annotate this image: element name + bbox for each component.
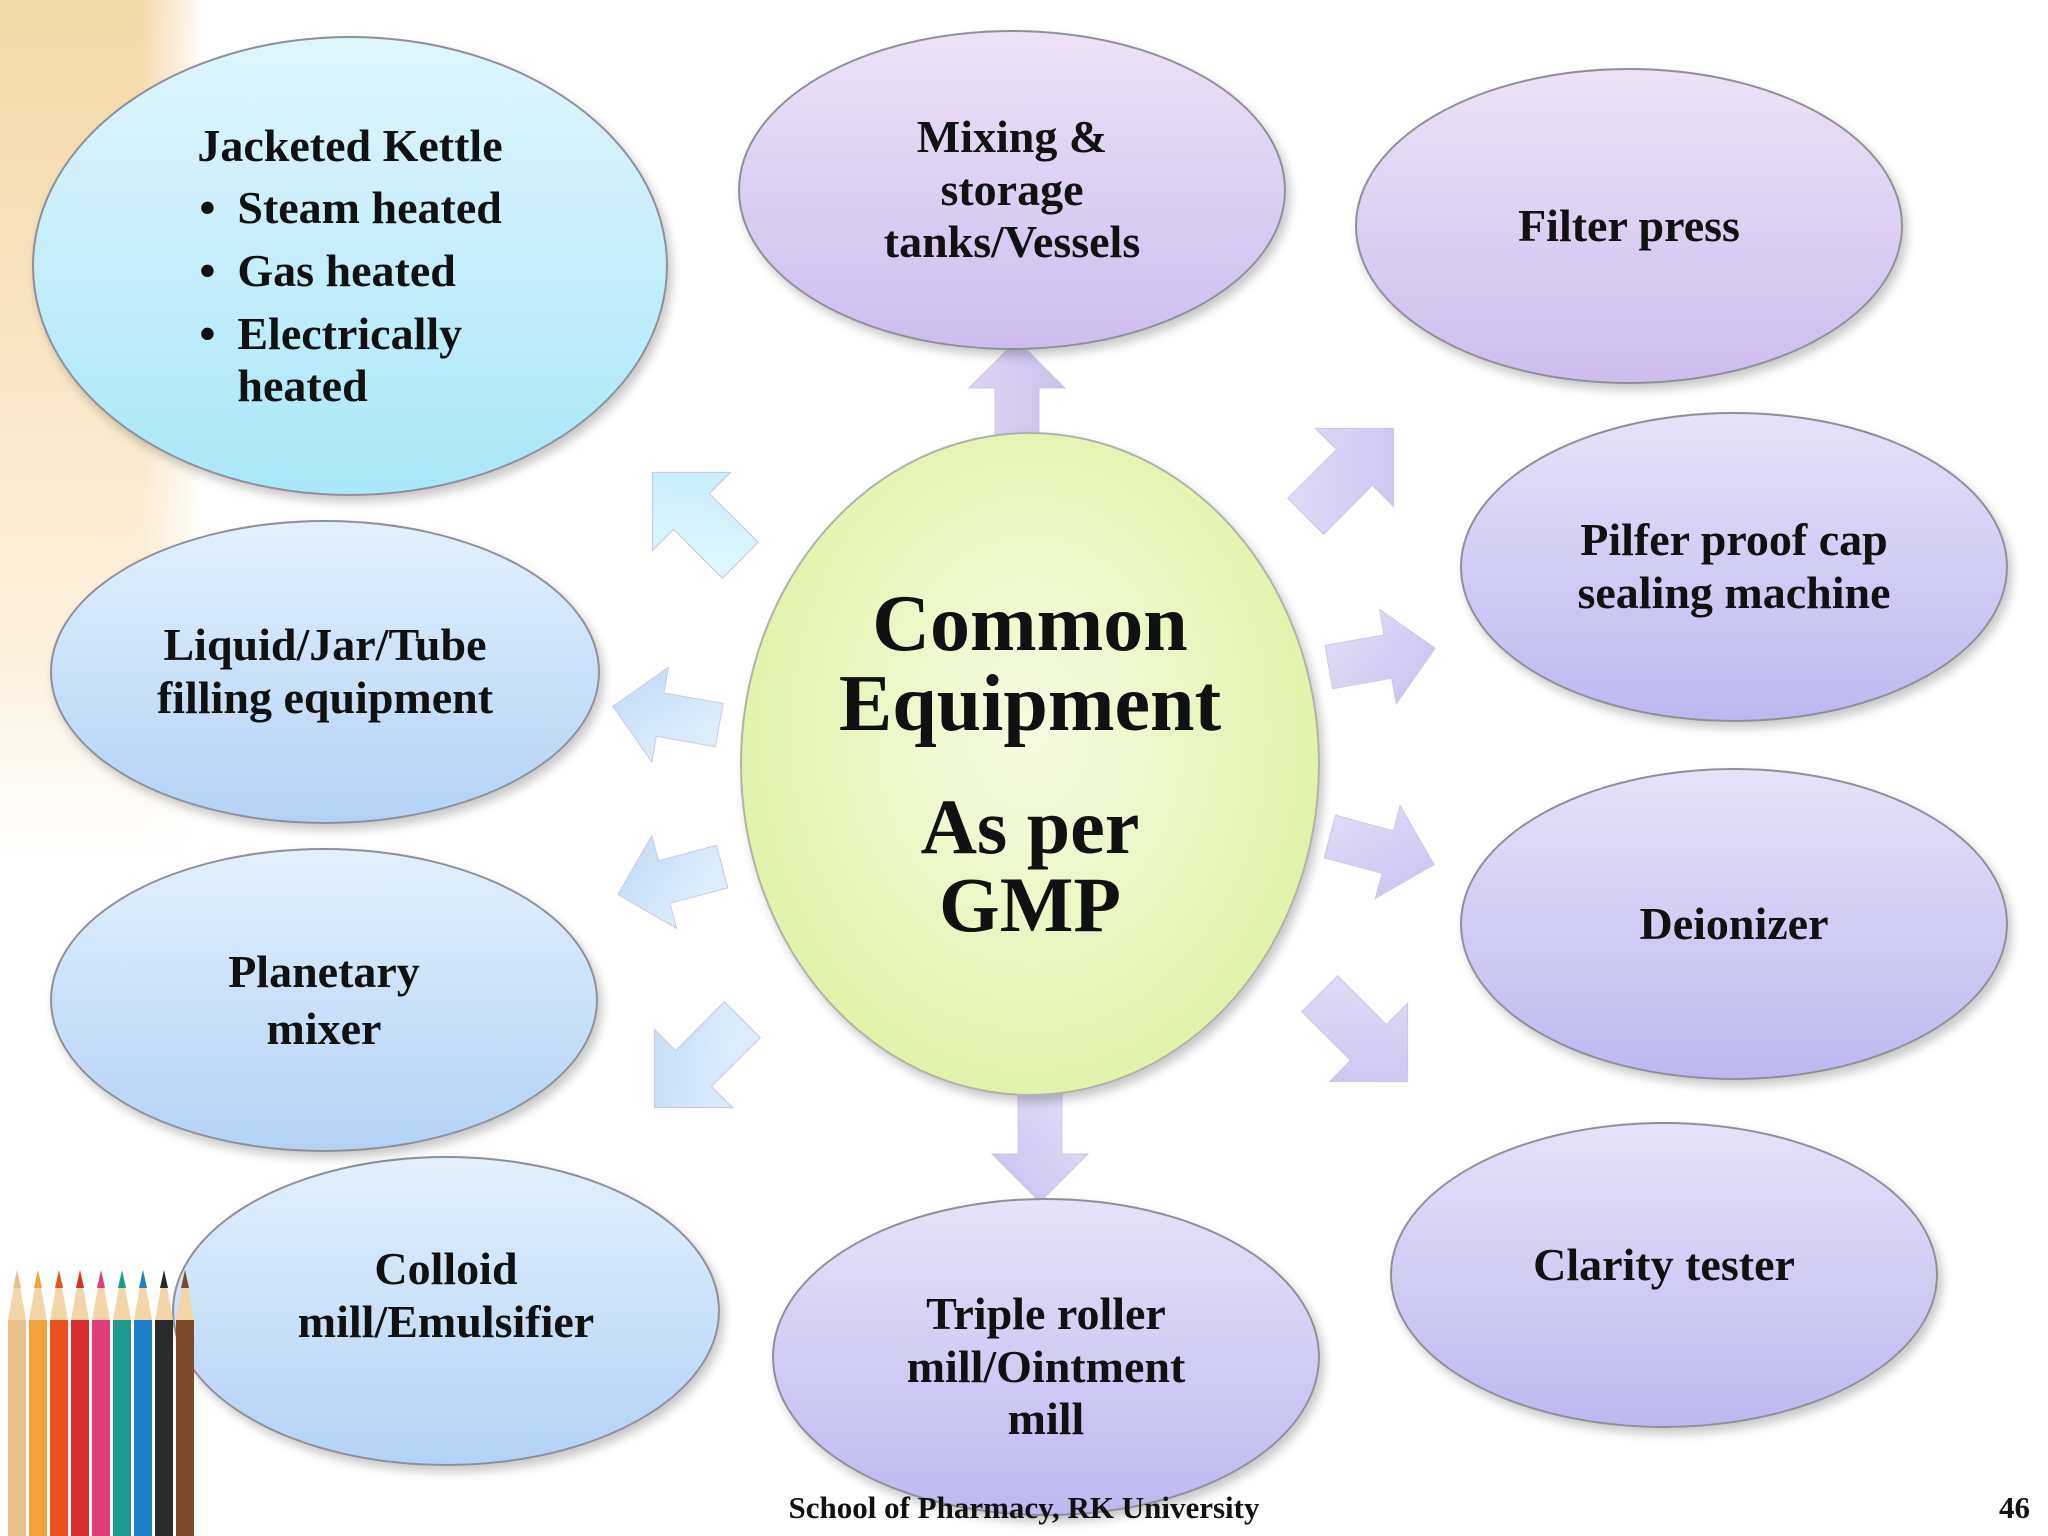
kettle-item-electric: • Electrically heated [197, 308, 502, 414]
filter-press-label: Filter press [1518, 199, 1740, 251]
jacketed-kettle-bubble: Jacketed Kettle • Steam heated • Gas heate… [32, 36, 668, 496]
pencil-wood [134, 1270, 152, 1320]
mixing-storage-bubble: Mixing & storage tanks/Vessels [738, 30, 1286, 350]
arrow-left-upper-icon [612, 666, 724, 764]
clarity-tester-label: Clarity tester [1533, 1238, 1795, 1290]
arrow-up-left-icon [651, 471, 759, 579]
center-title: Common Equipment [838, 580, 1222, 748]
pencil-tip [34, 1270, 42, 1288]
pencil-tip [76, 1270, 84, 1288]
triple-roller-bubble: Triple roller mill/Ointment mill [772, 1198, 1320, 1516]
arrow-right-upper-icon [1324, 608, 1436, 706]
jacketed-kettle-content: Jacketed Kettle • Steam heated • Gas heate… [197, 119, 502, 414]
triple-roller-label: Triple roller mill/Ointment mill [906, 1287, 1186, 1445]
footer-institution: School of Pharmacy, RK University [788, 1490, 1260, 1525]
colloid-mill-bubble: Colloid mill/Emulsifier [172, 1156, 720, 1466]
pencil-tip [160, 1270, 168, 1288]
arrow-down-left-icon [653, 1001, 761, 1109]
kettle-item-label: Gas heated [237, 244, 456, 296]
filter-press-bubble: Filter press [1355, 68, 1903, 384]
pencil-body [155, 1320, 173, 1536]
pencil-body [50, 1320, 68, 1536]
pencil-wood [92, 1270, 110, 1320]
pencil-wood [71, 1270, 89, 1320]
kettle-item-label: Electrically heated [237, 307, 463, 412]
pencil-wood [176, 1270, 194, 1320]
pencil-wood [29, 1270, 47, 1320]
pencil-wood [113, 1270, 131, 1320]
bullet: • [199, 307, 216, 359]
pencil-tip [13, 1270, 21, 1288]
pencil-body [113, 1320, 131, 1536]
deionizer-label: Deionizer [1639, 897, 1829, 949]
pencil-wood [50, 1270, 68, 1320]
pencil-body [71, 1320, 89, 1536]
liquid-filling-label: Liquid/Jar/Tube filling equipment [156, 619, 494, 723]
pencil-tip [181, 1270, 189, 1288]
pencil-body [92, 1320, 110, 1536]
bullet: • [199, 244, 216, 296]
kettle-item-gas: • Gas heated [197, 245, 502, 298]
center-content: Common Equipment As per GMP [839, 584, 1221, 944]
arrow-right-lower-icon [1323, 804, 1435, 900]
pencil-body [176, 1320, 194, 1536]
pencil-tip [118, 1270, 126, 1288]
kettle-item-label: Steam heated [237, 181, 502, 233]
pilfer-proof-label: Pilfer proof cap sealing machine [1577, 514, 1891, 618]
planetary-mixer-label: Planetary mixer [228, 945, 420, 1055]
planetary-mixer-bubble: Planetary mixer [50, 848, 598, 1152]
deionizer-bubble: Deionizer [1460, 768, 2008, 1080]
pencil-body [134, 1320, 152, 1536]
center-subtitle: As per GMP [920, 783, 1140, 948]
pencil-tip [139, 1270, 147, 1288]
pencil-tip [55, 1270, 63, 1288]
page-number: 46 [1999, 1490, 2030, 1525]
arrow-down-right-icon [1301, 975, 1409, 1083]
kettle-type-list: • Steam heated • Gas heated • Electrically … [197, 182, 502, 414]
pencil-wood [155, 1270, 173, 1320]
clarity-tester-bubble: Clarity tester [1390, 1122, 1938, 1428]
pilfer-proof-bubble: Pilfer proof cap sealing machine [1460, 412, 2008, 722]
kettle-item-steam: • Steam heated [197, 182, 502, 235]
bullet: • [199, 181, 216, 233]
colored-pencils-image [8, 1270, 194, 1536]
arrow-down-icon [990, 1093, 1090, 1203]
colloid-mill-label: Colloid mill/Emulsifier [297, 1243, 595, 1347]
pencil-body [29, 1320, 47, 1536]
jacketed-kettle-title: Jacketed Kettle [197, 119, 503, 171]
arrow-left-lower-icon [617, 834, 729, 930]
arrow-up-right-icon [1287, 427, 1395, 535]
pencil-tip [97, 1270, 105, 1288]
pencil-set [8, 1270, 194, 1536]
pencil-body [8, 1320, 26, 1536]
center-bubble: Common Equipment As per GMP [740, 432, 1320, 1096]
pencil-wood [8, 1270, 26, 1320]
liquid-filling-bubble: Liquid/Jar/Tube filling equipment [50, 520, 600, 824]
mixing-storage-label: Mixing & storage tanks/Vessels [883, 110, 1141, 268]
